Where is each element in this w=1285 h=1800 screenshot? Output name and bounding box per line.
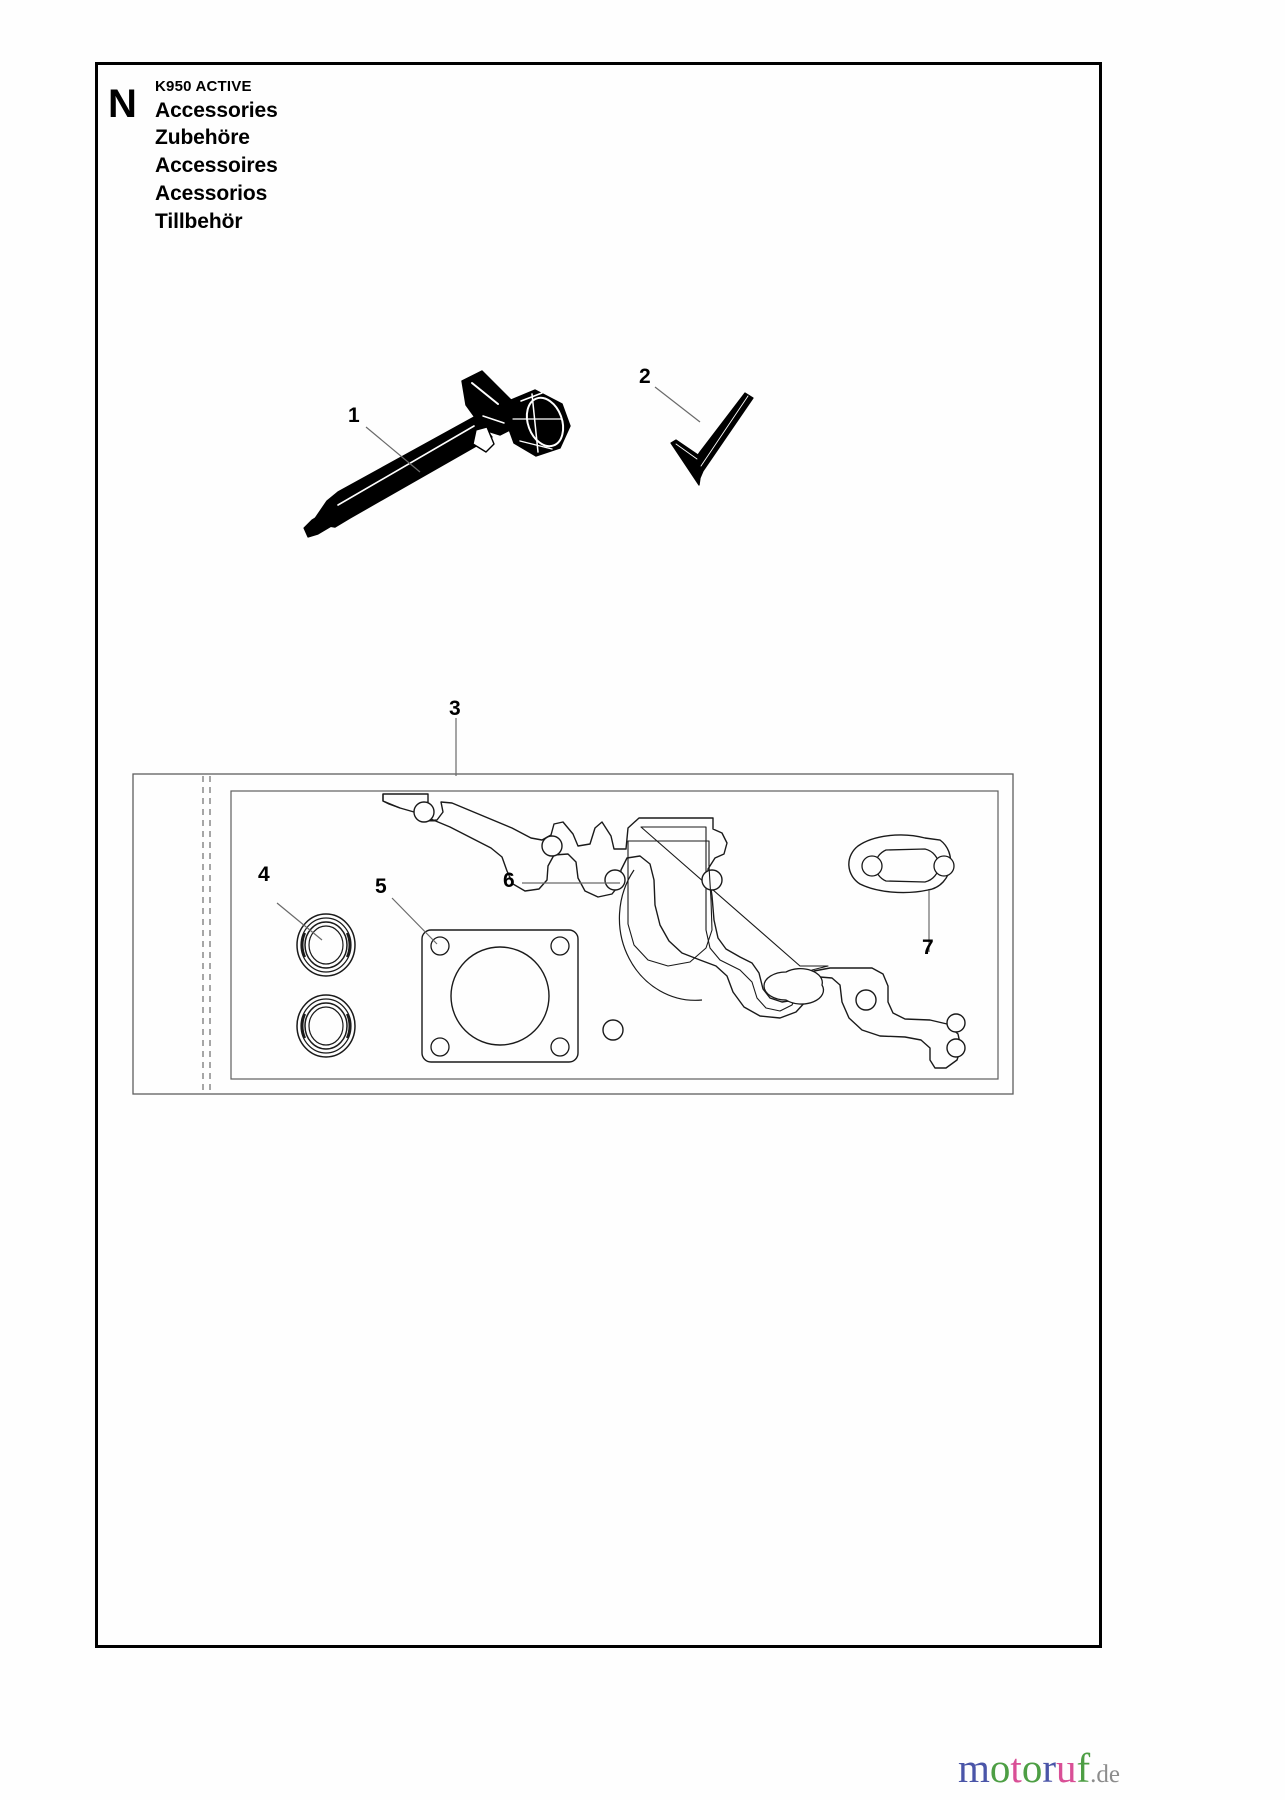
logo-letter-3: t [1010, 1745, 1022, 1791]
callout-7: 7 [922, 936, 934, 959]
title-text-group: K950 ACTIVE Accessories Zubehöre Accesso… [155, 78, 278, 235]
logo-letter-6: u [1055, 1745, 1077, 1791]
callout-4: 4 [258, 863, 270, 886]
title-line-fr: Accessoires [155, 154, 278, 178]
callout-6: 6 [503, 869, 515, 892]
title-line-de: Zubehöre [155, 126, 250, 150]
motoruf-logo: motoruf.de [958, 1748, 1120, 1789]
logo-letter-1: m [958, 1745, 990, 1791]
logo-letter-4: o [1021, 1745, 1043, 1791]
page-border-frame [95, 62, 1102, 1648]
callout-1: 1 [348, 404, 360, 427]
model-name: K950 ACTIVE [155, 78, 252, 95]
logo-letter-5: r [1042, 1745, 1056, 1791]
title-line-pt: Acessorios [155, 181, 268, 205]
section-letter: N [108, 82, 137, 126]
title-line-en: Accessories [155, 98, 278, 122]
callout-2: 2 [639, 365, 651, 388]
logo-domain-suffix: .de [1090, 1761, 1120, 1788]
callout-3: 3 [449, 697, 461, 720]
callout-5: 5 [375, 875, 387, 898]
logo-letter-7: f [1076, 1745, 1091, 1791]
title-line-sv: Tillbehör [155, 209, 243, 233]
logo-letter-2: o [989, 1745, 1011, 1791]
